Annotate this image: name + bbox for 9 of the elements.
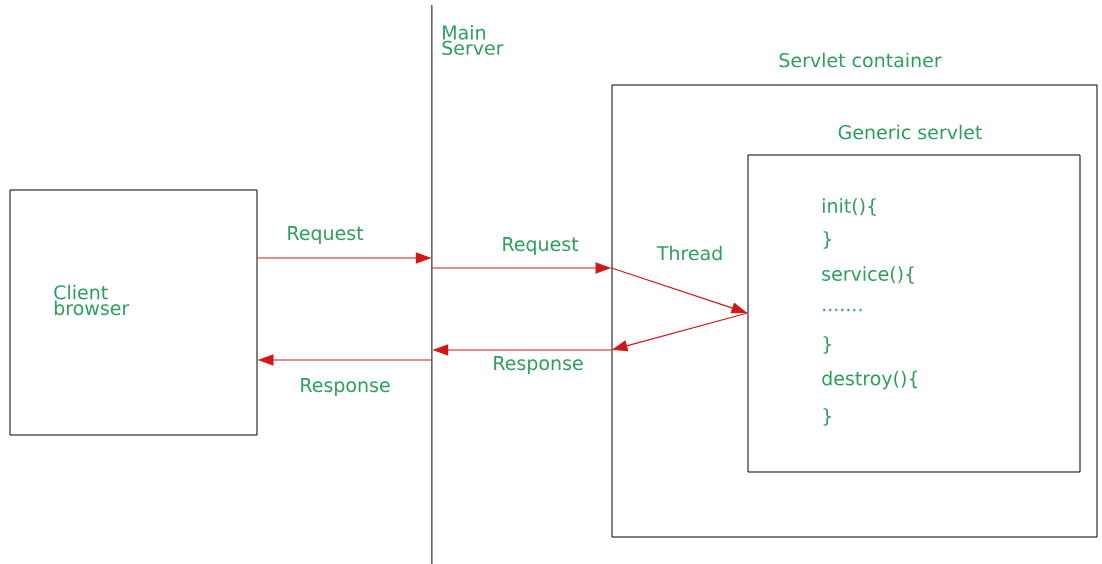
edge-label: Thread <box>655 244 725 262</box>
edge-label: Request <box>285 225 365 245</box>
servlet-box: Generic servlet init(){ } service(){ ....... } destroy(){ } <box>747 124 1081 473</box>
node-label: Servlet container <box>779 52 942 68</box>
edge-label: Request <box>500 236 580 256</box>
edge-label: Response <box>491 355 585 375</box>
client-box: Client browser <box>9 189 258 436</box>
node-label: Generic servlet <box>838 124 982 140</box>
edge-label: Response <box>298 377 392 397</box>
